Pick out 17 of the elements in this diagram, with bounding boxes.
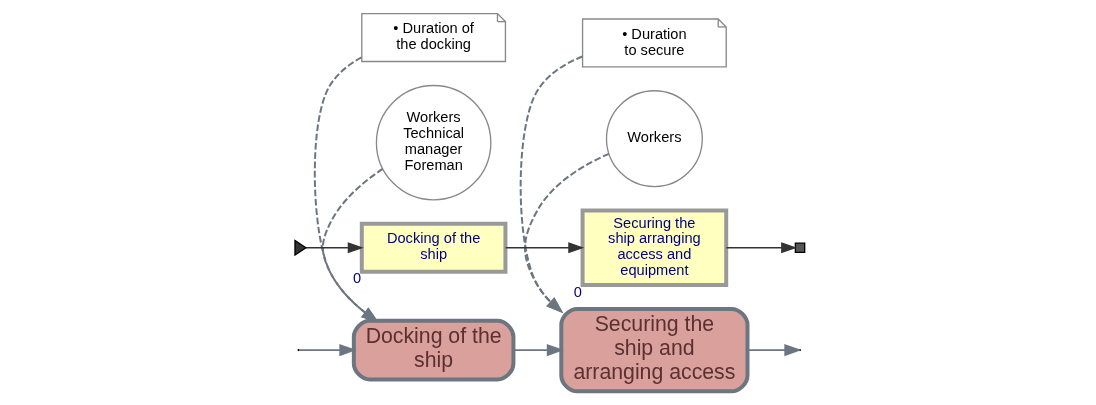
node-circle: Workers Technical manager Foreman <box>375 84 492 201</box>
arrow <box>305 242 364 254</box>
node-label: 0 <box>573 283 582 300</box>
arrow <box>524 152 610 314</box>
arrow <box>519 55 584 314</box>
node-box: Docking of the ship <box>359 221 508 274</box>
arrow <box>505 242 585 254</box>
node-box: Securing the ship and arranging access <box>559 306 750 394</box>
node-box: Docking of the ship <box>351 318 516 382</box>
node-label: 0 <box>353 270 362 287</box>
node-circle: Workers <box>605 90 703 188</box>
arrow <box>299 344 357 357</box>
node-box: Securing the ship arranging access and equipment <box>580 208 729 287</box>
node-box <box>794 242 806 254</box>
arrow <box>512 344 565 357</box>
arrow <box>725 242 798 254</box>
node-triangle <box>294 239 308 257</box>
